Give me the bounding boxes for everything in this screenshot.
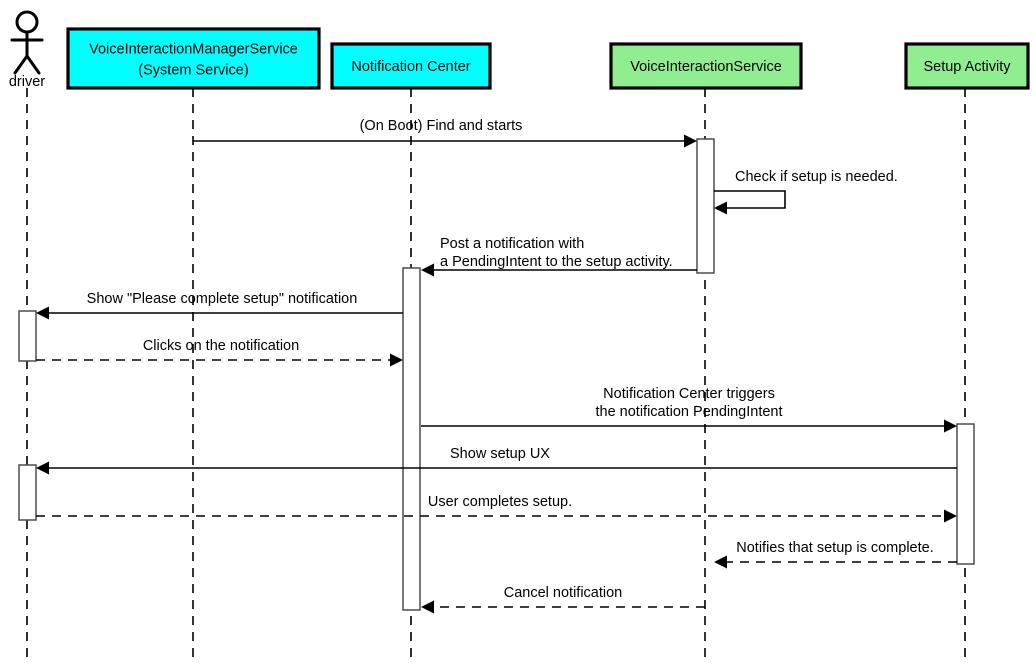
arrowhead-icon — [36, 306, 49, 320]
message-label-m1: (On Boot) Find and starts — [360, 118, 523, 134]
message-m4[interactable]: Show "Please complete setup" notificatio… — [36, 291, 403, 320]
participant-boxes-layer: driver VoiceInteractionManagerService (Sys… — [9, 10, 1030, 90]
participant-vims[interactable]: VoiceInteractionManagerService (System Se… — [66, 27, 321, 90]
message-m7[interactable]: Show setup UX — [36, 446, 957, 475]
message-label-m10: Cancel notification — [504, 585, 623, 601]
message-m8[interactable]: User completes setup. — [36, 494, 957, 523]
participant-label-vis: VoiceInteractionService — [630, 59, 782, 75]
message-label-m4: Show "Please complete setup" notificatio… — [87, 291, 358, 307]
arrowhead-icon — [421, 600, 434, 614]
arrowhead-icon — [684, 134, 697, 148]
activation-bar-setup_activity — [956, 423, 975, 565]
message-label-m6-line2: the notification PendingIntent — [595, 404, 782, 420]
participant-box-vis[interactable] — [609, 42, 803, 90]
message-m2[interactable]: Check if setup is needed. — [714, 169, 898, 215]
message-m1[interactable]: (On Boot) Find and starts — [193, 118, 697, 148]
activation-bar-driver — [18, 464, 37, 521]
participant-notification_center[interactable]: Notification Center — [330, 42, 492, 90]
message-label-m8: User completes setup. — [428, 494, 572, 510]
message-m9[interactable]: Notifies that setup is complete. — [714, 540, 957, 569]
message-label-m5: Clicks on the notification — [143, 338, 299, 354]
participant-box-notification_center[interactable] — [330, 42, 492, 90]
participant-label-driver: driver — [9, 74, 45, 90]
message-label-m7: Show setup UX — [450, 446, 550, 462]
message-line-m2 — [714, 190, 786, 209]
participant-box-setup_activity[interactable] — [904, 42, 1030, 90]
message-m5[interactable]: Clicks on the notification — [36, 338, 403, 367]
arrowhead-icon — [390, 353, 403, 367]
participant-setup_activity[interactable]: Setup Activity — [904, 42, 1030, 90]
message-label-m2: Check if setup is needed. — [735, 169, 898, 185]
participant-driver[interactable]: driver — [9, 10, 45, 90]
arrowhead-icon — [36, 461, 49, 475]
activation-bar-notification_center — [402, 267, 421, 611]
participant-sublabel-vims: (System Service) — [138, 62, 248, 78]
message-m3[interactable]: Post a notification with a PendingIntent … — [421, 236, 697, 277]
participant-vis[interactable]: VoiceInteractionService — [609, 42, 803, 90]
message-label-m6-line1: Notification Center triggers — [603, 386, 775, 402]
activation-bar-vis — [696, 138, 715, 274]
participant-label-notification_center: Notification Center — [351, 59, 470, 75]
arrowhead-icon — [944, 509, 957, 523]
message-label-m3-line2: a PendingIntent to the setup activity. — [440, 254, 673, 270]
activation-bars-layer — [18, 138, 975, 611]
actor-head-icon — [15, 10, 39, 34]
participant-label-setup_activity: Setup Activity — [923, 59, 1011, 75]
activation-bar-driver — [18, 310, 37, 362]
message-label-m3-line1: Post a notification with — [440, 236, 584, 252]
arrowhead-icon — [714, 201, 727, 215]
message-m10[interactable]: Cancel notification — [421, 585, 705, 614]
arrowhead-icon — [421, 263, 434, 277]
participant-label-vims: VoiceInteractionManagerService — [89, 41, 298, 57]
arrowhead-icon — [714, 555, 727, 569]
actor-body-icon — [10, 30, 44, 75]
message-m6[interactable]: Notification Center triggers the notifica… — [421, 386, 957, 433]
participant-box-vims[interactable] — [66, 27, 321, 90]
arrowhead-icon — [944, 419, 957, 433]
message-label-m9: Notifies that setup is complete. — [736, 540, 933, 556]
